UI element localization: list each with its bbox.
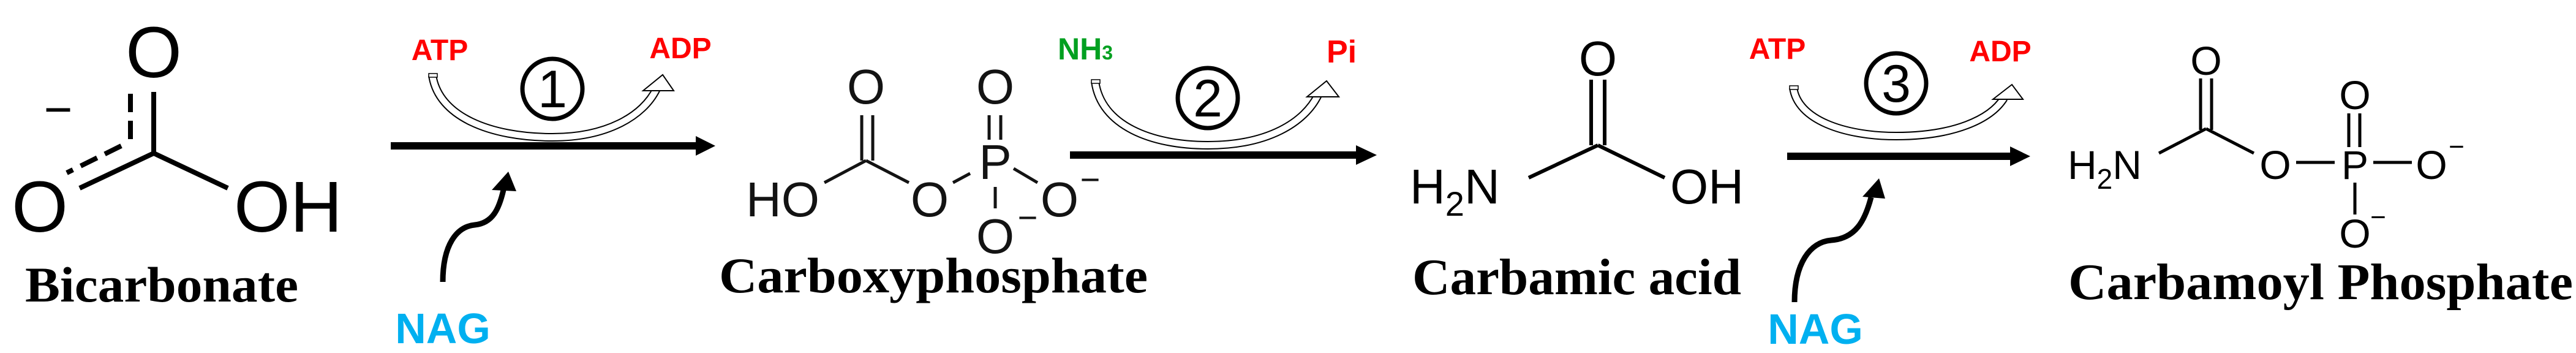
carboxyphosphate-atom-o-carbonyl: O	[847, 59, 885, 114]
step-2-output-pi: Pi	[1327, 34, 1357, 70]
step-2-input-nh3: NH3	[1058, 32, 1113, 66]
reaction-arrow-3-head	[2010, 146, 2030, 166]
bicarbonate-bonds	[66, 92, 229, 191]
carbamic-acid-label: Carbamic acid	[1412, 249, 1741, 306]
carboxyphosphate-charge-right: −	[1080, 160, 1101, 199]
molecule-bicarbonate: O O OH − Bicarbonate	[12, 12, 342, 313]
step-3-number-badge: 3	[1864, 51, 1929, 116]
nag-activation-arrow-1	[440, 189, 507, 283]
carbamoyl-phosphate-label: Carbamoyl Phosphate	[2068, 254, 2573, 311]
carbamic-acid-bonds	[1527, 80, 1666, 180]
reaction-step-2: 2 NH3 Pi	[1058, 32, 1377, 165]
svg-text:2: 2	[1193, 69, 1222, 128]
step-1-number-badge: 1	[520, 56, 585, 121]
cofactor-curved-arrow-2	[1091, 79, 1341, 150]
reaction-arrow-2-head	[1356, 145, 1377, 165]
step-1-output-adp: ADP	[649, 32, 711, 65]
molecule-carboxyphosphate: HO O O P O O O − −	[746, 59, 1100, 264]
carboxyphosphate-charge-bottom: −	[1018, 198, 1038, 237]
step-3-output-adp: ADP	[1969, 36, 2031, 68]
nag-activation-arrow-3	[1791, 196, 1874, 303]
carboxyphosphate-atom-ho: HO	[746, 172, 819, 227]
carboxyphosphate-bonds	[823, 115, 1039, 208]
bicarbonate-atom-o-top: O	[126, 12, 182, 93]
carbamic-acid-atom-o-top: O	[1579, 31, 1617, 86]
step-1-input-atp: ATP	[412, 34, 468, 67]
step-1-activator-nag: NAG	[395, 305, 491, 352]
molecule-carbamic-acid: H2N O OH Carbamic acid	[1410, 31, 1744, 306]
carboxyphosphate-label: Carboxyphosphate	[719, 248, 1148, 303]
carboxyphosphate-atom-o-phosphoryl: O	[976, 59, 1014, 114]
reaction-step-3: 3 ATP ADP NAG	[1749, 33, 2032, 353]
step-2-number-badge: 2	[1175, 66, 1240, 131]
reaction-step-1: 1 ATP ADP NAG	[391, 32, 715, 352]
carbamoyl-phosphate-atom-o-carbonyl: O	[2190, 38, 2221, 83]
bicarbonate-negative-charge: −	[44, 82, 73, 137]
bicarbonate-label: Bicarbonate	[25, 257, 298, 313]
carbamic-acid-atom-h2n: H2N	[1410, 159, 1500, 223]
carbamic-acid-atom-oh: OH	[1670, 159, 1744, 214]
cofactor-curved-arrow-3	[1789, 83, 2024, 141]
step-3-activator-nag: NAG	[1768, 305, 1863, 353]
cofactor-curved-arrow-1	[428, 73, 675, 142]
carbamoyl-phosphate-atom-o-right: O	[2416, 142, 2447, 188]
bicarbonate-atom-o-left: O	[12, 167, 68, 248]
reaction-arrow-1-head	[696, 136, 715, 156]
carboxyphosphate-atom-o-right: O	[1041, 172, 1079, 227]
carbamoyl-phosphate-charge-right: −	[2449, 132, 2465, 162]
carboxyphosphate-atom-o-bottom: O	[976, 209, 1014, 264]
carboxyphosphate-atom-p: P	[979, 135, 1011, 189]
carbamoyl-phosphate-charge-bottom: −	[2370, 202, 2386, 232]
carbamoyl-phosphate-atom-o-bridge: O	[2259, 142, 2291, 188]
carbamoyl-phosphate-atom-h2n: H2N	[2068, 142, 2142, 195]
nag-activation-arrow-3-head	[1862, 178, 1885, 199]
bicarbonate-atom-oh: OH	[234, 167, 342, 248]
carbamoyl-phosphate-atom-o-phosphoryl: O	[2339, 72, 2370, 118]
svg-text:1: 1	[538, 60, 567, 119]
step-3-input-atp: ATP	[1749, 33, 1806, 66]
carbamoyl-phosphate-bonds	[2158, 78, 2412, 214]
carbamoyl-phosphate-atom-o-bottom: O	[2339, 211, 2370, 256]
nag-activation-arrow-1-head	[492, 172, 516, 191]
molecule-carbamoyl-phosphate: H2N O O P O O O − − Carbamoyl Phosphate	[2068, 38, 2573, 311]
carbamoyl-phosphate-atom-p: P	[2341, 142, 2368, 188]
svg-text:3: 3	[1881, 55, 1911, 113]
carboxyphosphate-atom-o-bridge: O	[911, 172, 949, 227]
